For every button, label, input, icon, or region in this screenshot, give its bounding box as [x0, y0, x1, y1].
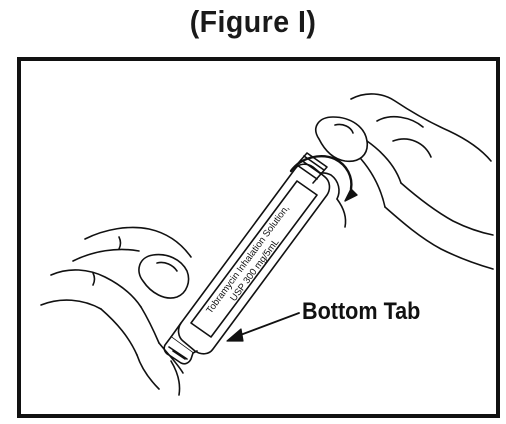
illustration-frame: Tobramycin Inhalation Solution, USP 300 … — [17, 57, 500, 418]
vial-body-drawing — [163, 152, 331, 365]
vial-twist-illustration: Tobramycin Inhalation Solution, USP 300 … — [40, 93, 494, 396]
right-hand-drawing — [306, 93, 494, 270]
twist-arrow-drawing — [289, 155, 358, 202]
left-hand-drawing — [40, 226, 192, 396]
callout-arrow-drawing — [226, 312, 300, 342]
bottom-tab-callout-label: Bottom Tab — [302, 298, 421, 325]
figure-title: (Figure I) — [189, 4, 317, 39]
